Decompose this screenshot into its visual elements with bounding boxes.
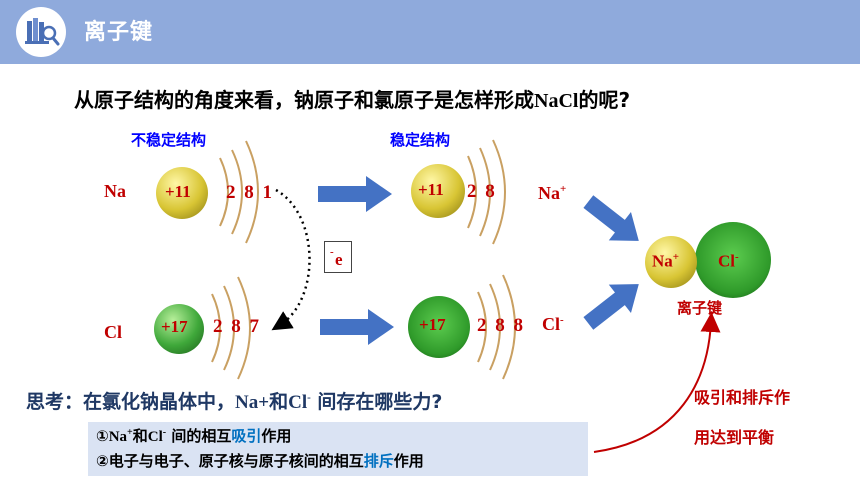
na-bond-ion (645, 236, 697, 288)
cl-atom-charge: +17 (161, 317, 188, 336)
ionic-bond-label: 离子键 (677, 299, 723, 317)
na-atom-nucleus (156, 167, 208, 219)
answer-box: ①Na+和Cl- 间的相互吸引作用 ②电子与电子、原子核与原子核间的相互排斥作用 (88, 422, 588, 476)
electron-box: e- (324, 241, 352, 273)
na-ion-symbol: Na+ (538, 183, 567, 203)
header-bar: 离子键 (0, 0, 860, 64)
blue-arrows (318, 176, 639, 345)
cl-atom-shells (211, 276, 251, 380)
stable-label: 稳定结构 (390, 131, 451, 149)
cl-symbol: Cl (104, 322, 122, 342)
cl-ion-nucleus (408, 296, 470, 358)
question-formula: NaCl (534, 90, 579, 112)
cl-atom-nucleus (154, 304, 204, 354)
electron-transfer-arrow (271, 188, 311, 331)
na-symbol: Na (104, 181, 126, 201)
na-to-bond-arrow (583, 195, 639, 241)
na-atom-charge: +11 (165, 182, 191, 201)
page-title: 离子键 (84, 20, 154, 45)
unstable-label: 不稳定结构 (131, 131, 207, 149)
question-prefix: 从原子结构的角度来看，钠原子和氯原子是怎样形成 (74, 88, 534, 112)
cl-reaction-arrow (320, 309, 394, 345)
na-ion-shell-numbers: 2 8 (467, 181, 497, 202)
answer-line-2: ②电子与电子、原子核与原子核间的相互排斥作用 (96, 452, 424, 470)
answer-line-1: ①Na+和Cl- 间的相互吸引作用 (96, 427, 292, 445)
na-ion-nucleus (411, 164, 465, 218)
books-magnifier-icon (16, 7, 66, 57)
bond-cl-label: Cl- (718, 251, 739, 271)
na-ion-charge: +11 (418, 180, 444, 199)
balance-note-line-1: 吸引和排斥作 (694, 388, 791, 407)
cl-ion-symbol: Cl- (542, 314, 564, 334)
think-question: 思考：在氯化钠晶体中，Na+和Cl- 间存在哪些力? (26, 391, 443, 413)
cl-ion-shells (477, 274, 516, 380)
na-atom-shells (219, 140, 259, 244)
na-reaction-arrow (318, 176, 392, 212)
question-text: 从原子结构的角度来看，钠原子和氯原子是怎样形成NaCl的呢? (74, 84, 630, 113)
electron-symbol: e- (330, 246, 343, 269)
cl-bond-ion (695, 222, 771, 298)
cl-ion-shell-numbers: 2 8 8 (477, 315, 525, 336)
bond-na-label: Na+ (652, 251, 680, 271)
cl-atom-shell-numbers: 2 8 7 (213, 316, 261, 337)
balance-note-line-2: 用达到平衡 (694, 428, 775, 447)
na-atom-shell-numbers: 2 8 1 (226, 182, 274, 203)
cl-ion-charge: +17 (419, 315, 446, 334)
balance-arrow (593, 312, 721, 453)
na-ion-shells (467, 139, 506, 245)
question-suffix: 的呢? (578, 88, 631, 112)
cl-to-bond-arrow (583, 284, 639, 330)
